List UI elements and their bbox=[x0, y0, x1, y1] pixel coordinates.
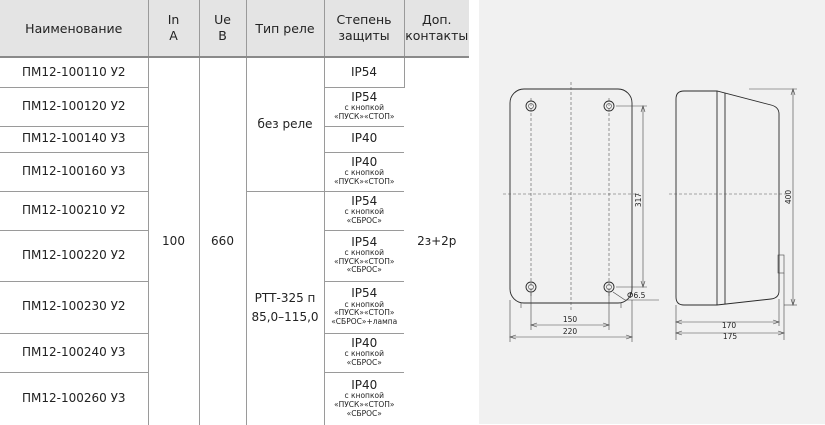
cell-product-name: ПМ12-100240 У3 bbox=[0, 333, 149, 373]
protection-rating: IP40 bbox=[351, 155, 378, 170]
dimension-220-label: 220 bbox=[563, 327, 578, 336]
protection-note: с кнопкой«ПУСК»«СТОП»«СБРОС»+лампа bbox=[331, 299, 398, 326]
cell-product-name: ПМ12-100220 У2 bbox=[0, 230, 149, 282]
protection-note: с кнопкой«СБРОС» bbox=[344, 207, 384, 226]
header-relay-type: Тип реле bbox=[246, 0, 325, 58]
protection-rating: IP54 bbox=[351, 194, 378, 209]
table-row: ПМ12-100140 У3 IP40 bbox=[0, 126, 469, 153]
dimension-175-label: 175 bbox=[723, 332, 738, 341]
mounting-hole-icon bbox=[525, 100, 537, 112]
protection-rating: IP54 bbox=[350, 64, 378, 79]
protection-note: с кнопкой«ПУСК»«СТОП»«СБРОС» bbox=[334, 391, 395, 418]
dimension-hole-label: Ф6.5 bbox=[627, 291, 646, 300]
header-contacts: Доп.контакты bbox=[404, 0, 469, 58]
protection-note: с кнопкой«ПУСК»«СТОП» bbox=[334, 103, 395, 122]
side-latch bbox=[777, 254, 785, 274]
protection-note: с кнопкой«ПУСК»«СТОП»«СБРОС» bbox=[334, 248, 395, 275]
enclosure-dimension-drawing: 317 Ф6.5 150 220 bbox=[479, 0, 825, 424]
dimension-150: 150 bbox=[530, 292, 610, 330]
dimension-317: 317 bbox=[616, 105, 647, 288]
cell-voltage: 660 bbox=[199, 57, 247, 425]
cell-aux-contacts: 2з+2р bbox=[417, 233, 457, 248]
protection-rating: IP40 bbox=[351, 378, 378, 393]
dimension-170-label: 170 bbox=[722, 321, 737, 330]
front-view bbox=[503, 82, 639, 312]
cell-product-name: ПМ12-100120 У2 bbox=[0, 87, 149, 127]
protection-note: с кнопкой«ПУСК»«СТОП» bbox=[334, 168, 395, 187]
dimension-hole-diameter: Ф6.5 bbox=[612, 291, 659, 301]
cell-protection: IP40 bbox=[324, 126, 404, 153]
cell-product-name: ПМ12-100230 У2 bbox=[0, 281, 149, 334]
dimension-170: 170 bbox=[675, 319, 780, 330]
dimension-400: 400 bbox=[749, 88, 797, 306]
cell-product-name: ПМ12-100110 У2 bbox=[0, 57, 149, 88]
dimension-175: 175 bbox=[675, 330, 785, 341]
side-enclosure-outline bbox=[675, 90, 780, 306]
cell-product-name: ПМ12-100210 У2 bbox=[0, 191, 149, 231]
dimension-220: 220 bbox=[509, 300, 633, 342]
protection-rating: IP54 bbox=[351, 90, 378, 105]
dimension-317-label: 317 bbox=[634, 193, 643, 208]
cell-product-name: ПМ12-100260 У3 bbox=[0, 372, 149, 425]
dimension-150-label: 150 bbox=[563, 315, 578, 324]
cell-protection: IP54 bbox=[324, 57, 405, 88]
cell-relay-none: без реле bbox=[246, 57, 325, 192]
dimension-400-label: 400 bbox=[784, 190, 793, 205]
header-name: Наименование bbox=[0, 0, 149, 58]
cell-product-name: ПМ12-100140 У3 bbox=[0, 126, 149, 153]
protection-note: с кнопкой«СБРОС» bbox=[344, 349, 384, 368]
cell-product-name: ПМ12-100160 У3 bbox=[0, 152, 149, 192]
mounting-hole-icon bbox=[603, 100, 615, 112]
cell-current: 100 bbox=[148, 57, 200, 425]
protection-rating: IP54 bbox=[351, 286, 378, 301]
protection-rating: IP40 bbox=[351, 336, 378, 351]
side-view bbox=[669, 90, 787, 340]
front-enclosure-outline bbox=[509, 88, 633, 304]
protection-rating: IP54 bbox=[351, 234, 378, 249]
protection-rating: IP40 bbox=[351, 131, 378, 146]
